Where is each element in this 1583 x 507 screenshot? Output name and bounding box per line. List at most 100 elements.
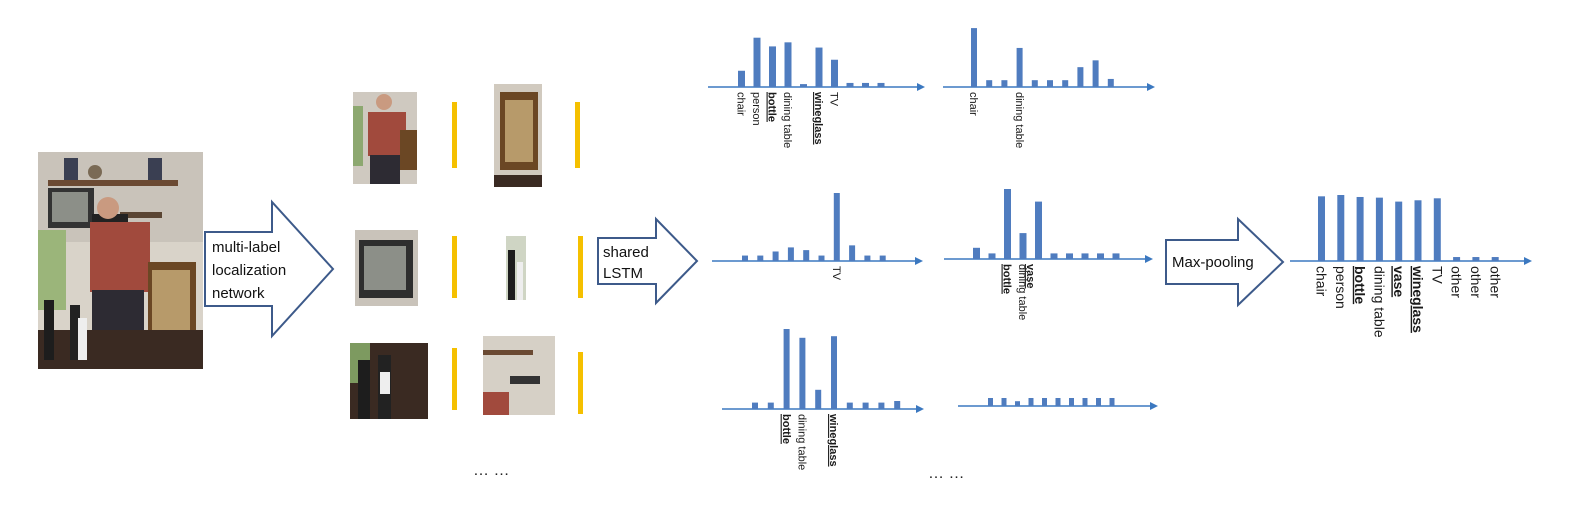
ellipsis-crops: … … — [473, 462, 509, 479]
bar — [1096, 398, 1101, 406]
bar — [1047, 80, 1053, 87]
tick-label: person — [1333, 266, 1349, 309]
bar — [1081, 253, 1089, 259]
tick-label: other — [1449, 266, 1465, 298]
tick-label: wineglass — [1410, 265, 1426, 333]
bar — [1042, 398, 1047, 406]
tick-label: dining table — [796, 414, 808, 470]
crop-person — [353, 92, 417, 184]
bar — [988, 398, 993, 406]
feature-marker — [578, 352, 583, 414]
localization-line-2: localization — [212, 262, 286, 279]
bar — [1092, 60, 1099, 87]
feature-marker — [452, 348, 457, 410]
bar — [1031, 80, 1038, 87]
bar — [1001, 80, 1008, 87]
bar — [1069, 398, 1074, 406]
bar — [1077, 67, 1084, 87]
bar-chart-r2c1: TV — [712, 193, 923, 281]
bar — [772, 251, 779, 261]
tick-label: other — [1468, 266, 1484, 298]
bar — [1337, 195, 1345, 261]
input-photo — [38, 152, 203, 369]
feature-marker — [578, 236, 583, 298]
bar — [831, 59, 838, 87]
bar — [862, 402, 869, 409]
bar — [1001, 398, 1007, 406]
x-axis-arrowhead — [1524, 257, 1532, 265]
bar — [973, 247, 980, 259]
lstm-line-1: shared — [603, 244, 649, 261]
bar — [803, 250, 810, 261]
tick-label: person — [750, 92, 762, 126]
bar — [1082, 398, 1088, 406]
feature-marker — [452, 236, 457, 298]
tick-label: TV — [830, 266, 842, 281]
x-axis-arrowhead — [1150, 402, 1158, 410]
crop-bottles — [350, 343, 428, 419]
max-pooling-arrow: Max-pooling — [1165, 216, 1285, 308]
bar — [1019, 233, 1027, 259]
tick-label: TV — [1429, 266, 1445, 285]
bar — [800, 84, 807, 87]
bar — [1472, 257, 1480, 261]
bar — [877, 82, 885, 87]
bar — [742, 255, 748, 261]
bar — [971, 28, 977, 88]
tick-label: bottle — [1001, 264, 1013, 294]
bar — [1414, 200, 1422, 261]
bar — [894, 401, 901, 409]
localization-line-1: multi-label — [212, 239, 280, 256]
tick-label: other — [1487, 266, 1503, 298]
bar-chart-r1c2: chair dining table — [943, 28, 1155, 148]
bar — [787, 247, 794, 261]
crop-tv — [355, 230, 418, 306]
tick-label: dining table — [1013, 92, 1025, 148]
bar — [757, 255, 764, 261]
bar — [1109, 398, 1115, 406]
bar — [1097, 253, 1104, 259]
bar — [818, 255, 825, 261]
feature-marker — [575, 102, 580, 168]
bar — [878, 402, 885, 409]
bar — [1004, 189, 1011, 259]
bar — [815, 47, 823, 87]
bar — [1062, 80, 1069, 87]
bar — [784, 42, 792, 87]
bar — [1318, 196, 1325, 261]
bar — [864, 255, 871, 261]
tick-label: bottle — [780, 414, 792, 444]
bar — [753, 37, 761, 87]
bar — [783, 329, 790, 409]
tick-label: chair — [1314, 266, 1330, 297]
tick-label: vase — [1391, 266, 1407, 297]
tick-label: chair — [967, 92, 979, 116]
bar — [831, 336, 837, 409]
localization-line-3: network — [212, 285, 265, 302]
bar-chart-r3c2 — [958, 398, 1158, 410]
bar — [1491, 257, 1499, 261]
tick-label: wineglass — [827, 413, 839, 467]
bar — [1395, 201, 1403, 261]
bar — [846, 82, 854, 87]
crop-chair — [494, 84, 542, 187]
bar — [752, 402, 758, 409]
tick-label: bottle — [766, 92, 778, 122]
tick-label: dining table — [1016, 264, 1028, 320]
bar — [1035, 201, 1042, 259]
bar — [1375, 197, 1383, 261]
bar — [815, 389, 822, 409]
bar — [849, 245, 856, 261]
feature-marker — [452, 102, 457, 168]
bar — [1016, 47, 1023, 87]
tick-label: chair — [735, 92, 747, 116]
bar — [1055, 398, 1061, 406]
pooling-label: Max-pooling — [1172, 254, 1254, 271]
x-axis-arrowhead — [916, 405, 924, 413]
bar — [846, 402, 853, 409]
bar — [833, 193, 840, 261]
